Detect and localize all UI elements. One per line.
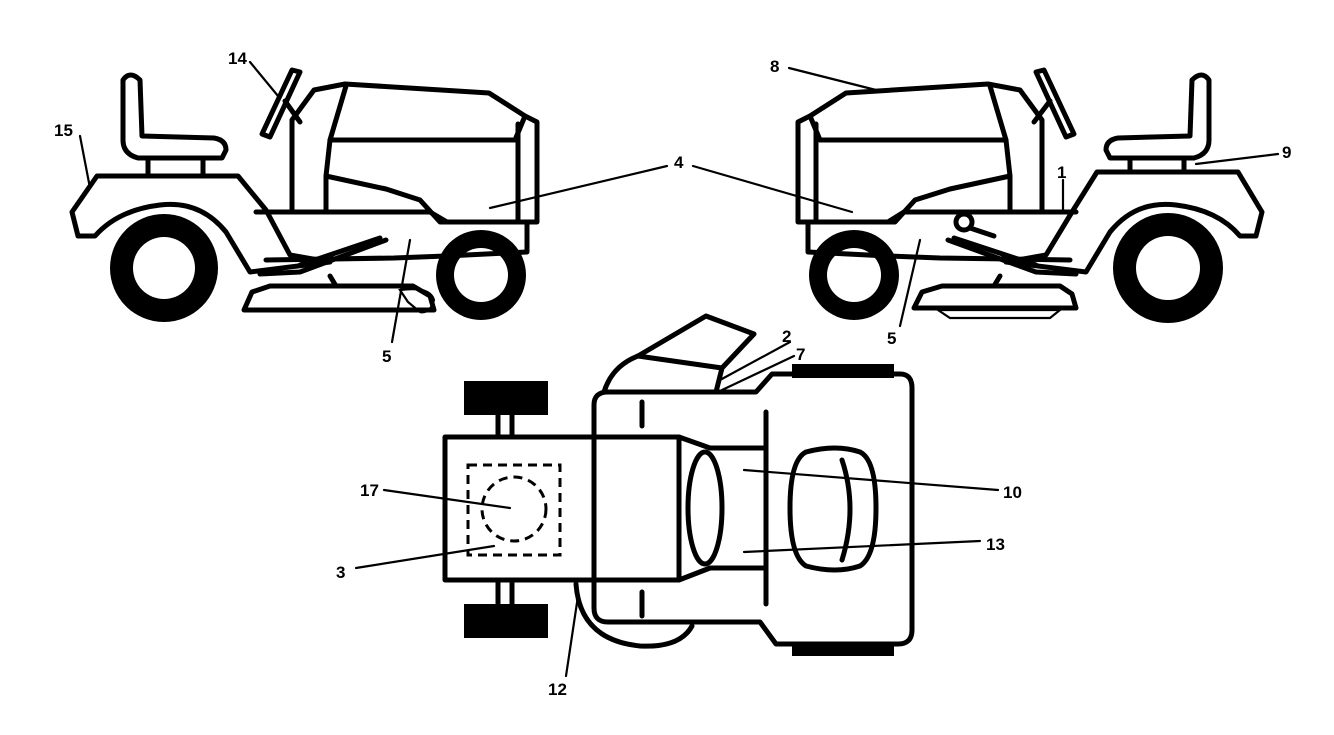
rear-tire-bottom xyxy=(464,604,548,638)
steering-column-top xyxy=(685,449,725,567)
fender-top xyxy=(442,434,682,583)
control-lever-knob xyxy=(953,211,975,233)
rear-tire-top xyxy=(464,381,548,415)
hood-right xyxy=(795,81,1045,225)
callout-14: 14 xyxy=(228,49,247,68)
callout-15: 15 xyxy=(54,121,73,140)
callout-5-left: 5 xyxy=(382,347,391,366)
tractor-left-side-view xyxy=(69,67,540,322)
seat-left xyxy=(120,72,229,161)
steering-wheel-right xyxy=(1033,67,1077,140)
mower-deck-right xyxy=(911,283,1079,311)
steering-wheel-left xyxy=(259,67,303,140)
tractor-top-view xyxy=(442,313,915,656)
callout-labels: 15 14 4 5 5 8 9 1 2 7 10 13 17 3 12 xyxy=(54,49,1291,699)
callout-1: 1 xyxy=(1057,163,1066,182)
callout-8: 8 xyxy=(770,57,779,76)
callout-17: 17 xyxy=(360,481,379,500)
body-outline-top xyxy=(591,371,915,647)
callout-10: 10 xyxy=(1003,483,1022,502)
rear-fender-right xyxy=(1003,169,1265,275)
tractor-right-side-view xyxy=(795,67,1265,323)
discharge-chute xyxy=(601,313,757,395)
callout-2: 2 xyxy=(782,327,791,346)
seat-right xyxy=(1103,72,1212,161)
callout-4: 4 xyxy=(674,153,684,172)
callout-9: 9 xyxy=(1282,143,1291,162)
fuel-cap-area xyxy=(466,463,562,557)
steering-wheel-top xyxy=(787,445,879,573)
callout-leader-lines xyxy=(78,60,1280,678)
hood-left xyxy=(289,81,540,225)
callout-3: 3 xyxy=(336,563,345,582)
callout-7: 7 xyxy=(796,345,805,364)
mower-deck-left xyxy=(241,283,437,313)
callout-12: 12 xyxy=(548,680,567,699)
rear-fender-left xyxy=(69,173,333,275)
callout-13: 13 xyxy=(986,535,1005,554)
callout-5-right: 5 xyxy=(887,329,896,348)
